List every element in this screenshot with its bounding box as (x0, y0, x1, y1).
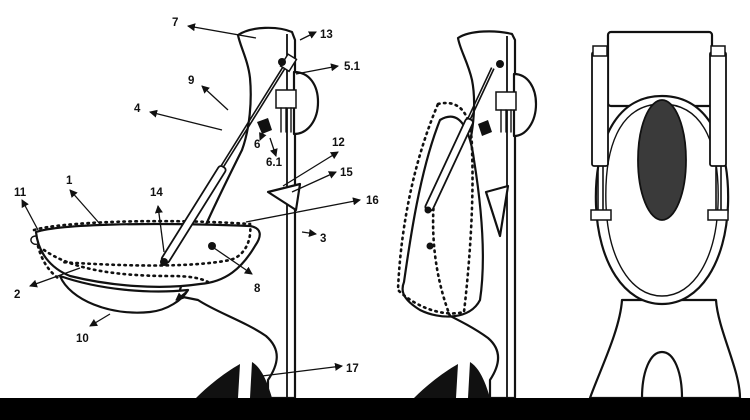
seat-raised-inner-dotted (431, 198, 452, 318)
label-9: 9 (188, 75, 194, 87)
bowl (34, 222, 261, 288)
label-14: 14 (150, 187, 163, 199)
label-4: 4 (134, 103, 141, 115)
front-pedestal-notch (640, 350, 684, 400)
hinge-housing-raised (512, 72, 538, 138)
label-7: 7 (172, 17, 178, 29)
floor-mount (196, 362, 272, 398)
label-3: 3 (320, 233, 326, 245)
label-6: 6 (254, 139, 260, 151)
front-tank (606, 30, 714, 108)
label-12: 12 (332, 137, 345, 149)
label-6-1: 6.1 (266, 157, 283, 169)
valve-spring (280, 107, 292, 133)
label-16: 16 (366, 195, 379, 207)
label-13: 13 (320, 29, 333, 41)
reference-numerals: 7 13 5.1 9 4 6 6.1 12 15 16 14 1 11 3 2 … (14, 17, 379, 375)
label-8: 8 (254, 283, 261, 295)
leader-lines (21, 23, 361, 377)
front-view (588, 30, 742, 400)
seat-raised-dotted (396, 101, 474, 315)
bowl-underside (58, 274, 190, 314)
seat-outline-dotted (32, 219, 252, 267)
bracket (266, 182, 302, 212)
floor (0, 398, 750, 420)
bowl-pivot-raised (426, 242, 434, 250)
front-strut-left-bottom (590, 209, 612, 221)
side-view-lowered (30, 26, 320, 400)
valve-lever-raised (478, 120, 492, 136)
strut-lower-pivot-raised (424, 206, 432, 214)
seat-handle (30, 235, 39, 245)
label-11: 11 (14, 187, 27, 199)
seat-lower-dotted (42, 248, 210, 284)
label-5-1: 5.1 (344, 61, 361, 73)
label-1: 1 (66, 175, 73, 187)
label-17: 17 (346, 363, 359, 375)
strut-upper-pivot (278, 58, 286, 66)
label-10: 10 (76, 333, 89, 345)
strut-rod (222, 61, 290, 168)
strut-upper-pivot-raised (496, 60, 504, 68)
bracket-raised (484, 184, 510, 238)
gas-strut (160, 53, 298, 264)
label-2: 2 (14, 289, 20, 301)
bowl-raised (401, 115, 484, 318)
floor-mount-raised (414, 362, 490, 398)
front-strut-right-top (710, 45, 726, 57)
side-view-raised (396, 30, 538, 400)
front-strut-left (591, 51, 609, 167)
valve-block (275, 89, 297, 109)
front-bowl-opening (637, 99, 687, 221)
strut-lower-pivot (160, 258, 168, 266)
front-strut-right (709, 51, 727, 167)
valve-block-raised (495, 91, 517, 111)
valve-lever (257, 118, 272, 134)
front-strut-left-top (592, 45, 608, 57)
front-strut-right-bottom (707, 209, 729, 221)
hinge-housing (292, 70, 320, 136)
front-pedestal (588, 298, 742, 400)
label-15: 15 (340, 167, 353, 179)
